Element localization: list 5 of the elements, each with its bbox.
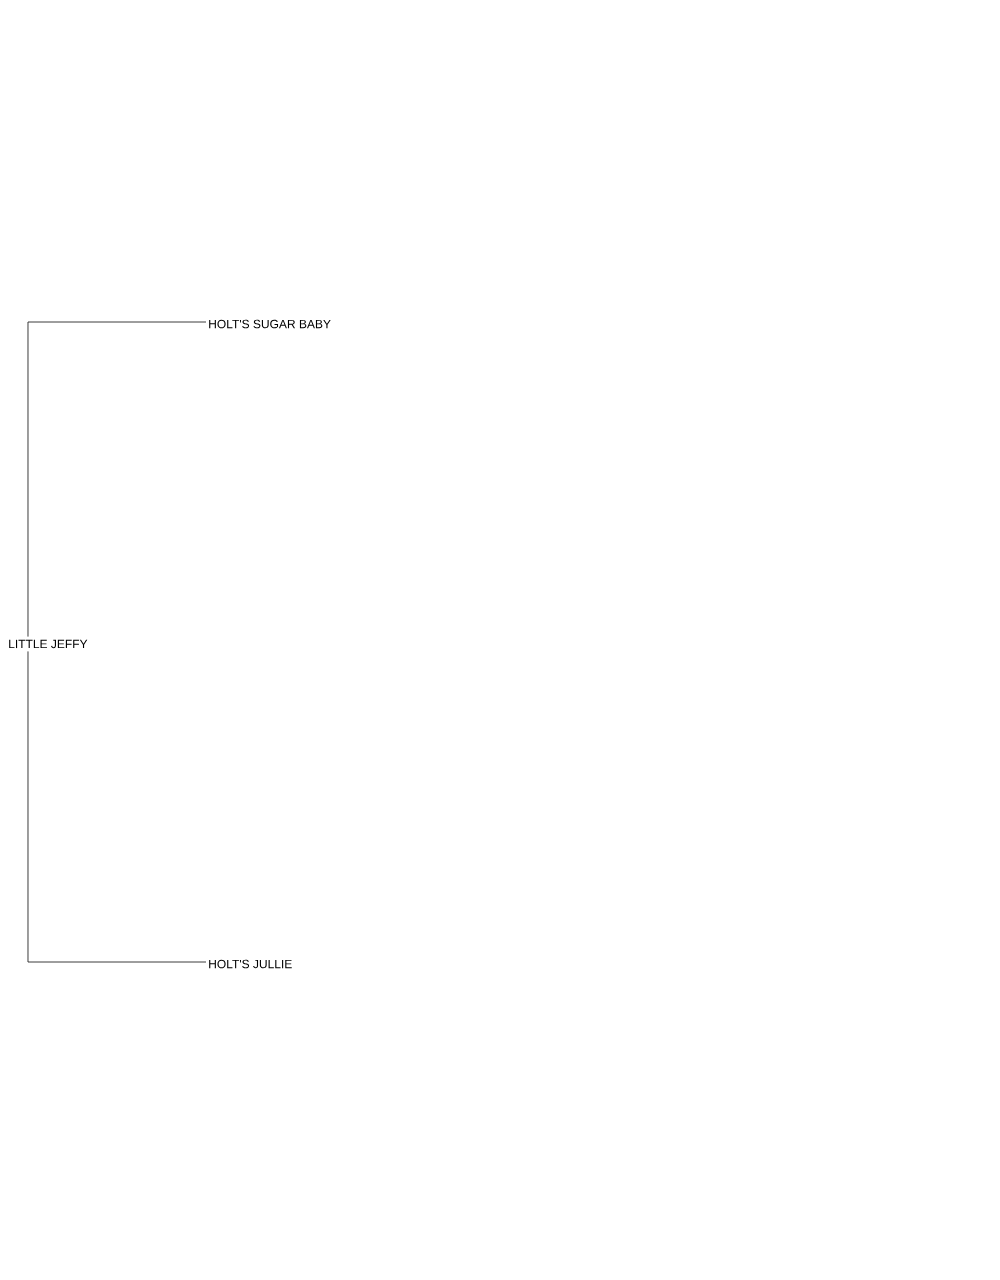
connector-line	[27, 321, 207, 638]
name-label: HOLT'S SUGAR BABY	[209, 319, 331, 329]
connector-line	[27, 650, 207, 963]
name-label: LITTLE JEFFY	[9, 639, 88, 649]
name-label: HOLT'S JULLIE	[209, 959, 292, 969]
